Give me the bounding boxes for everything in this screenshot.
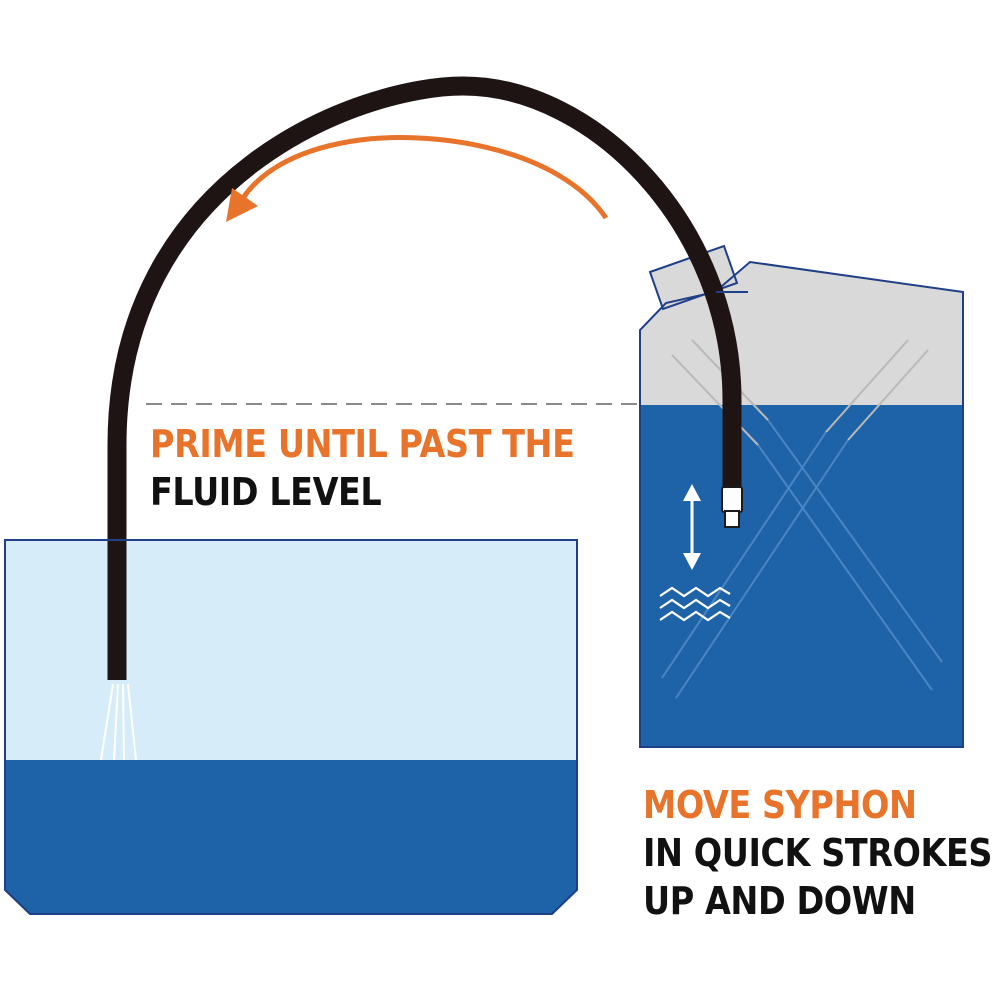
jerry-can-fluid: [640, 405, 963, 747]
receiving-container-fluid: [5, 760, 577, 914]
prime-instruction-label: PRIME UNTIL PAST THE FLUID LEVEL: [150, 420, 575, 516]
receiving-container: [4, 539, 578, 915]
move-instruction-label: MOVE SYPHON IN QUICK STROKES UP AND DOWN: [643, 781, 993, 925]
move-instruction-line-2: IN QUICK STROKES: [643, 831, 993, 875]
syphon-valve: [721, 486, 743, 528]
move-instruction-highlight: MOVE SYPHON: [643, 783, 917, 827]
prime-instruction-highlight: PRIME UNTIL PAST THE: [150, 422, 575, 466]
syphon-hose: [107, 76, 742, 680]
prime-instruction-rest: FLUID LEVEL: [150, 470, 382, 514]
double-arrow-vertical-icon: [683, 484, 701, 570]
jerry-can: [639, 244, 964, 748]
jerry-can-outline: [639, 260, 964, 748]
wave-lines-icon: [659, 586, 731, 622]
receiving-container-air: [5, 540, 577, 760]
outlet-stream-lines: [100, 683, 137, 761]
move-instruction-line-3: UP AND DOWN: [643, 879, 916, 923]
receiving-container-outline: [4, 539, 578, 915]
curved-arrow-left-icon: [226, 135, 609, 222]
